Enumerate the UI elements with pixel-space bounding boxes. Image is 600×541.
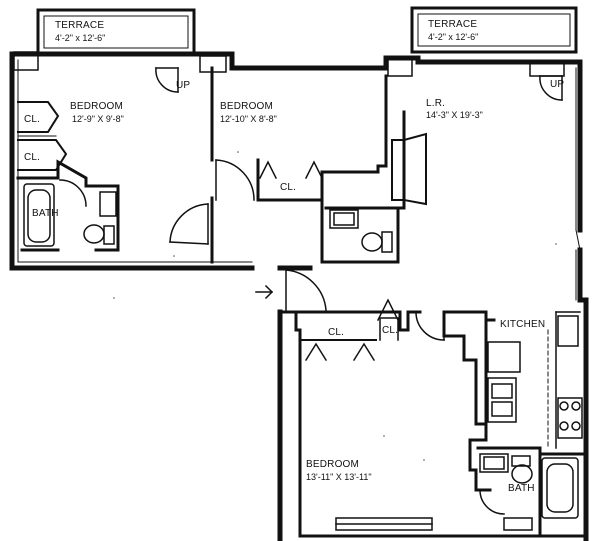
entry-arrow-icon <box>255 284 274 300</box>
living-room-label: L.R. <box>426 98 446 109</box>
exterior-walls <box>9 51 589 541</box>
bedroom2-dims: 12'-10" X 8'-8" <box>220 114 277 124</box>
terrace-right-dims: 4'-2" x 12'-6" <box>428 32 479 42</box>
closet-label-5: CL. <box>382 325 399 336</box>
closet-label-3: CL. <box>280 182 297 193</box>
bedroom3-label: BEDROOM <box>306 459 360 470</box>
bedroom1-dims: 12'-9" X 9'-8" <box>72 114 124 124</box>
bedroom1-closets <box>17 101 68 171</box>
up-marker-right: UP <box>550 79 565 90</box>
closet-label-1: CL. <box>24 114 41 125</box>
pilasters <box>13 51 565 77</box>
bedroom3-dims: 13'-11" X 13'-11" <box>306 472 372 482</box>
bedroom2-label: BEDROOM <box>220 101 274 112</box>
living-room-dims: 14'-3" X 19'-3" <box>426 110 483 120</box>
bath1-walls <box>16 159 120 252</box>
fireplace <box>391 132 427 206</box>
kitchen-fixtures <box>487 311 583 449</box>
exterior-wall-inner-lines <box>17 59 581 301</box>
lower-walls <box>278 310 588 538</box>
scan-noise <box>113 151 557 461</box>
up-marker-left: UP <box>176 80 191 91</box>
closet-label-4: CL. <box>328 327 345 338</box>
bath3-fixtures <box>479 453 579 519</box>
kitchen-label: KITCHEN <box>500 319 546 330</box>
bedroom1-label: BEDROOM <box>70 101 124 112</box>
bath2-fixtures <box>329 209 393 253</box>
terrace-left-label: TERRACE <box>55 20 105 31</box>
terrace-left-outline <box>36 8 196 56</box>
bath1-fixtures <box>23 183 117 247</box>
terrace-right-label: TERRACE <box>428 19 478 30</box>
doors-upper <box>59 67 563 311</box>
terrace-right-outline <box>410 6 578 54</box>
closet-label-2: CL. <box>24 152 41 163</box>
bath1-label: BATH <box>32 208 59 219</box>
terrace-left-dims: 4'-2" x 12'-6" <box>55 33 106 43</box>
bedroom3-window <box>335 517 533 531</box>
bath2-label: BATH <box>508 483 535 494</box>
bedroom3-closet-doors <box>299 298 505 515</box>
